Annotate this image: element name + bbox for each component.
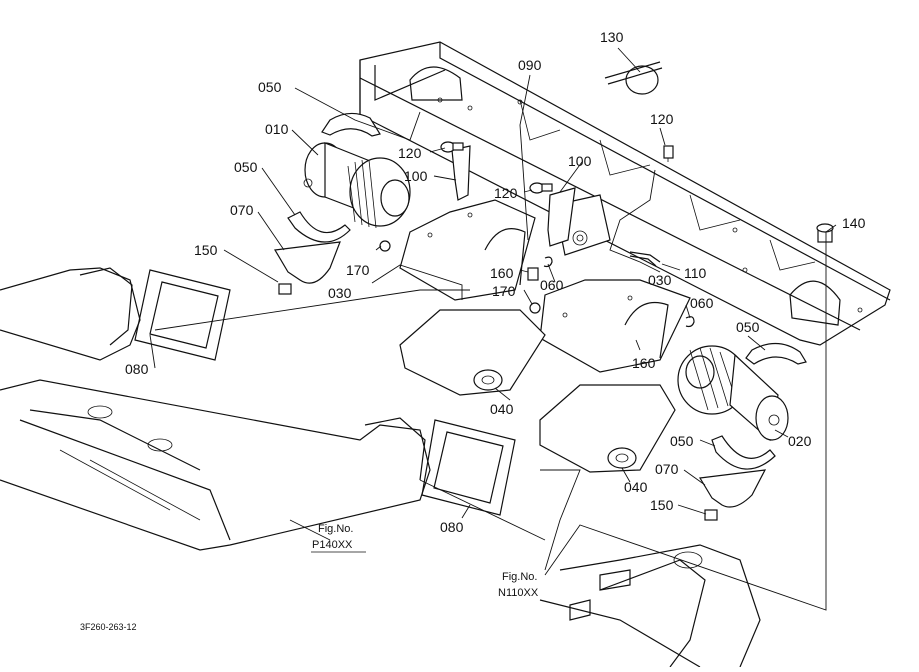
fig-ref-number: P140XX: [312, 539, 353, 551]
clamp-050-top-left: [321, 112, 381, 137]
callout-120-middle: 120: [494, 185, 518, 201]
callout-040-upper: 040: [490, 401, 514, 417]
blower-motor-010: [303, 142, 411, 229]
leader-lines: [149, 47, 837, 611]
callout-050-left: 050: [234, 159, 258, 175]
callout-060-lower: 060: [690, 295, 714, 311]
callout-090: 090: [518, 57, 542, 73]
bolt-120-upper: [440, 141, 464, 153]
bracket-070-right: [699, 469, 767, 508]
callout-010: 010: [265, 121, 289, 137]
drawing-code: 3F260-263-12: [80, 622, 137, 632]
callout-160-upper: 160: [490, 265, 514, 281]
clamp-050-right-upper: [745, 342, 807, 365]
air-duct-assembly: [0, 267, 431, 551]
figure-reference-p140xx: Fig.No. P140XX: [311, 523, 366, 553]
clamp-050-left: [287, 211, 351, 243]
cable-tie-130: [604, 61, 663, 95]
callout-120-right: 120: [650, 111, 674, 127]
fig-ref-label: Fig.No.: [502, 571, 537, 583]
callout-070-right: 070: [655, 461, 679, 477]
fig-ref-label: Fig.No.: [318, 523, 353, 535]
screw-150-left: [278, 283, 292, 295]
housing-030-lower: [539, 279, 691, 373]
callout-070-left: 070: [230, 202, 254, 218]
callout-120-upper: 120: [398, 145, 422, 161]
callout-100-left: 100: [404, 168, 428, 184]
nut-160-upper: [527, 267, 539, 281]
callout-170-lower: 170: [492, 283, 516, 299]
housing-030-upper: [399, 199, 536, 301]
callout-130: 130: [600, 29, 624, 45]
housing-040-lower: [539, 384, 676, 473]
gasket-080-lower: [421, 419, 516, 516]
bolt-120-middle: [529, 182, 553, 194]
pipe-110: [629, 251, 661, 267]
bolt-140: [816, 223, 834, 243]
callout-150-left: 150: [194, 242, 218, 258]
gasket-080-upper: [134, 269, 231, 361]
callout-050-right-lower: 050: [670, 433, 694, 449]
screw-170-lower: [529, 302, 541, 314]
callout-140: 140: [842, 215, 866, 231]
main-frame-bracket: [359, 41, 891, 346]
callout-030-upper: 030: [328, 285, 352, 301]
callout-110: 110: [684, 265, 707, 281]
housing-040-upper: [399, 309, 546, 396]
bolt-120-right: [663, 145, 674, 162]
figure-reference-n110xx: Fig.No. N110XX: [498, 571, 539, 599]
callout-labels: 130 090 120 050 010 120 100 100 120 050 …: [125, 29, 866, 535]
callout-050-right-upper: 050: [736, 319, 760, 335]
clip-060-lower: [685, 316, 695, 328]
fig-ref-number: N110XX: [498, 587, 539, 599]
callout-080-lower: 080: [440, 519, 464, 535]
clip-060-upper: [543, 256, 553, 268]
bracket-070-left: [274, 241, 341, 284]
callout-150-right: 150: [650, 497, 674, 513]
callout-040-lower: 040: [624, 479, 648, 495]
clamp-050-right-lower: [711, 435, 776, 470]
callout-030-lower: 030: [648, 272, 672, 288]
bracket-100-right: [547, 187, 576, 247]
callout-050-top: 050: [258, 79, 282, 95]
callout-080-upper: 080: [125, 361, 149, 377]
blower-motor-020: [677, 345, 789, 442]
screw-170-upper: [379, 240, 391, 252]
screw-150-right: [704, 509, 718, 521]
cab-frame: [539, 544, 761, 668]
callout-060-upper: 060: [540, 277, 564, 293]
callout-170-upper: 170: [346, 262, 370, 278]
callout-100-right: 100: [568, 153, 592, 169]
callout-020: 020: [788, 433, 812, 449]
callout-160-lower: 160: [632, 355, 656, 371]
bracket-100-left: [451, 145, 471, 201]
